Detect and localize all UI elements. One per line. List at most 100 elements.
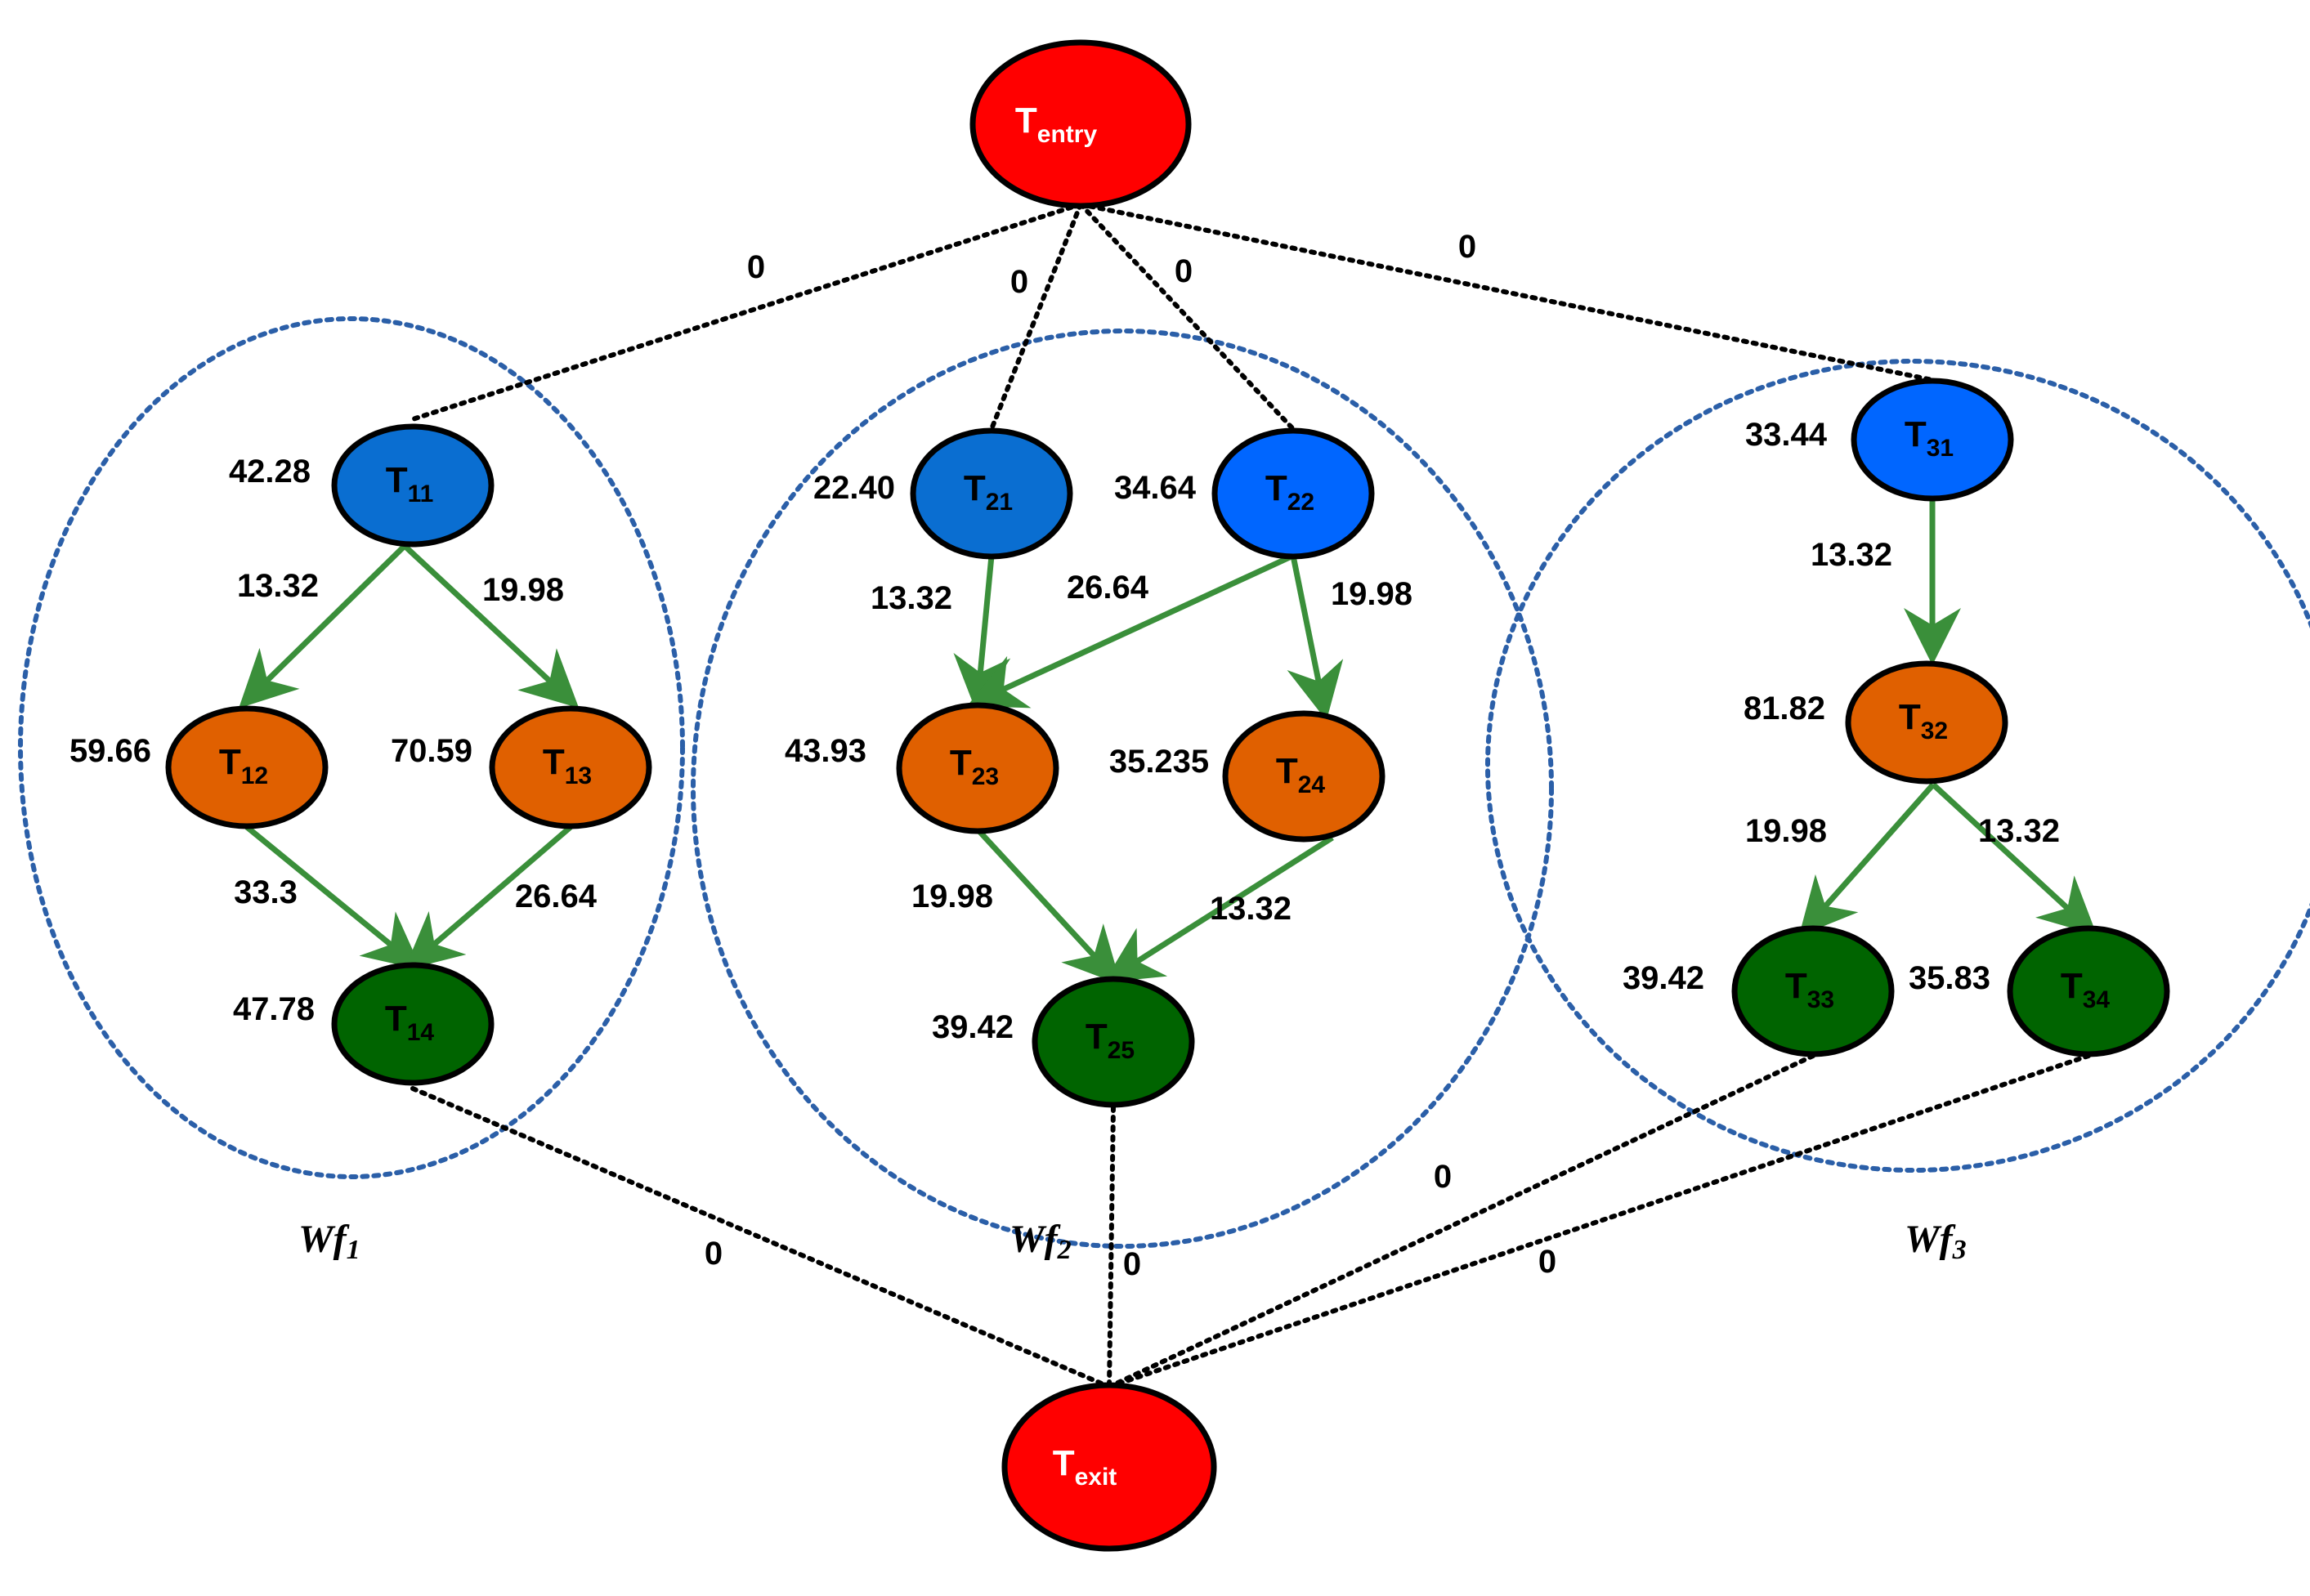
- node-label: T22: [1265, 468, 1314, 516]
- edge-t22-t24: [1287, 555, 1344, 721]
- workflow-label-wf2: Wf2: [1010, 1218, 1072, 1265]
- workflow-label-sub: 1: [347, 1235, 360, 1265]
- edge-label-t31-t32: 13.32: [1811, 537, 1892, 573]
- node-t13[interactable]: T13 70.59: [391, 705, 652, 829]
- node-t34[interactable]: T34 35.83: [1909, 925, 2170, 1057]
- node-shape: [1032, 976, 1195, 1108]
- node-t11[interactable]: T11 42.28: [229, 423, 495, 548]
- node-weight-t34: 35.83: [1909, 960, 1990, 996]
- node-label: T32: [1899, 697, 1948, 744]
- node-weight-t13: 70.59: [391, 733, 472, 769]
- workflow-label-base: Wf: [298, 1218, 350, 1261]
- edge-t32-t34: [1931, 782, 2097, 936]
- edge-label-t13-t14: 26.64: [515, 878, 598, 914]
- node-label: T31: [1905, 414, 1954, 462]
- edge-label-t34-exit: 0: [1538, 1244, 1556, 1280]
- edge-label-t11-t12: 13.32: [237, 568, 319, 604]
- node-label-sub: 34: [2083, 986, 2111, 1013]
- node-weight-t24: 35.235: [1109, 744, 1209, 780]
- edge-label-t12-t14: 33.3: [234, 874, 298, 910]
- edge-label-t25-exit: 0: [1123, 1246, 1141, 1282]
- node-label: T25: [1086, 1017, 1135, 1064]
- workflow-cluster-wf1: [18, 316, 685, 1179]
- node-label-sub: exit: [1075, 1464, 1117, 1491]
- node-shape: [896, 702, 1059, 834]
- edge-entry-t31: [1078, 202, 1935, 382]
- edge-t24-t25: [1104, 835, 1334, 983]
- node-label: T23: [950, 743, 999, 790]
- edge-t21-t23: [953, 555, 1011, 713]
- node-t32[interactable]: T32 81.82: [1744, 660, 2008, 785]
- node-t25[interactable]: T25 39.42: [932, 976, 1195, 1108]
- node-label-sub: 22: [1287, 489, 1314, 516]
- node-weight-t12: 59.66: [69, 733, 151, 769]
- node-label-sub: 23: [972, 763, 999, 790]
- node-label-base: T: [950, 743, 972, 783]
- node-weight-t25: 39.42: [932, 1009, 1014, 1045]
- node-label-base: T: [543, 742, 565, 782]
- node-label-sub: entry: [1037, 121, 1098, 148]
- workflow-label-wf1: Wf1: [298, 1218, 360, 1265]
- node-weight-t14: 47.78: [233, 991, 315, 1027]
- node-label-sub: 14: [407, 1019, 435, 1046]
- node-label-sub: 25: [1108, 1037, 1135, 1064]
- edge-t32-t33: [1798, 782, 1936, 937]
- edge-label-t21-t23: 13.32: [871, 580, 952, 616]
- node-entry[interactable]: Tentry: [969, 39, 1192, 209]
- node-label-sub: 11: [408, 481, 434, 507]
- node-label-sub: 24: [1298, 771, 1326, 798]
- workflow-cluster-wf2: [691, 329, 1554, 1249]
- edge-label-entry-t31: 0: [1458, 229, 1476, 265]
- node-t31[interactable]: T31 33.44: [1745, 378, 2014, 502]
- node-shape: [1731, 925, 1895, 1057]
- workflow-label-base: Wf: [1010, 1218, 1061, 1261]
- node-weight-t33: 39.42: [1623, 960, 1704, 996]
- node-shape: [489, 705, 652, 829]
- node-weight-t32: 81.82: [1744, 691, 1825, 726]
- edge-label-t22-t24: 19.98: [1331, 576, 1412, 612]
- workflow-label-base: Wf: [1905, 1218, 1956, 1261]
- edge-t14-exit: [410, 1086, 1112, 1389]
- workflow-label-wf3: Wf3: [1905, 1218, 1967, 1265]
- edge-t11-t13: [402, 543, 580, 709]
- node-shape: [2007, 925, 2170, 1057]
- node-label-sub: 33: [1807, 986, 1834, 1013]
- node-weight-t11: 42.28: [229, 454, 311, 490]
- edge-label-entry-t21: 0: [1010, 264, 1028, 300]
- node-label-base: T: [219, 742, 241, 782]
- node-label: T13: [543, 742, 592, 789]
- edge-label-entry-t22: 0: [1175, 253, 1193, 289]
- workflow-cluster-wf3: [1485, 359, 2310, 1173]
- node-shape: [910, 427, 1073, 560]
- edge-label-t32-t33: 19.98: [1745, 813, 1827, 849]
- workflow-label-sub: 3: [1952, 1235, 1967, 1265]
- edge-label-t14-exit: 0: [705, 1236, 723, 1272]
- node-weight-t23: 43.93: [785, 733, 866, 769]
- edge-t22-t23: [967, 552, 1295, 709]
- node-shape: [1211, 427, 1375, 560]
- node-label-base: T: [1905, 414, 1927, 454]
- node-t23[interactable]: T23 43.93: [785, 702, 1059, 834]
- node-label-base: T: [2061, 966, 2083, 1006]
- node-label: Texit: [1053, 1443, 1117, 1491]
- edge-label-t11-t13: 19.98: [482, 572, 564, 608]
- edge-entry-t22: [1078, 202, 1296, 431]
- node-shape: [1851, 378, 2014, 502]
- edge-t33-exit: [1107, 1053, 1815, 1389]
- node-label-base: T: [1086, 1017, 1108, 1057]
- node-exit[interactable]: Texit: [1001, 1382, 1217, 1552]
- node-label-base: T: [964, 468, 986, 508]
- edge-label-t24-t25: 13.32: [1210, 891, 1292, 927]
- node-label-base: T: [1899, 697, 1921, 737]
- node-label: T11: [386, 460, 434, 507]
- node-weight-t31: 33.44: [1745, 417, 1828, 453]
- node-label: T12: [219, 742, 268, 789]
- node-t12[interactable]: T12 59.66: [69, 705, 329, 829]
- node-label-sub: 13: [565, 762, 592, 789]
- node-shape: [165, 705, 329, 829]
